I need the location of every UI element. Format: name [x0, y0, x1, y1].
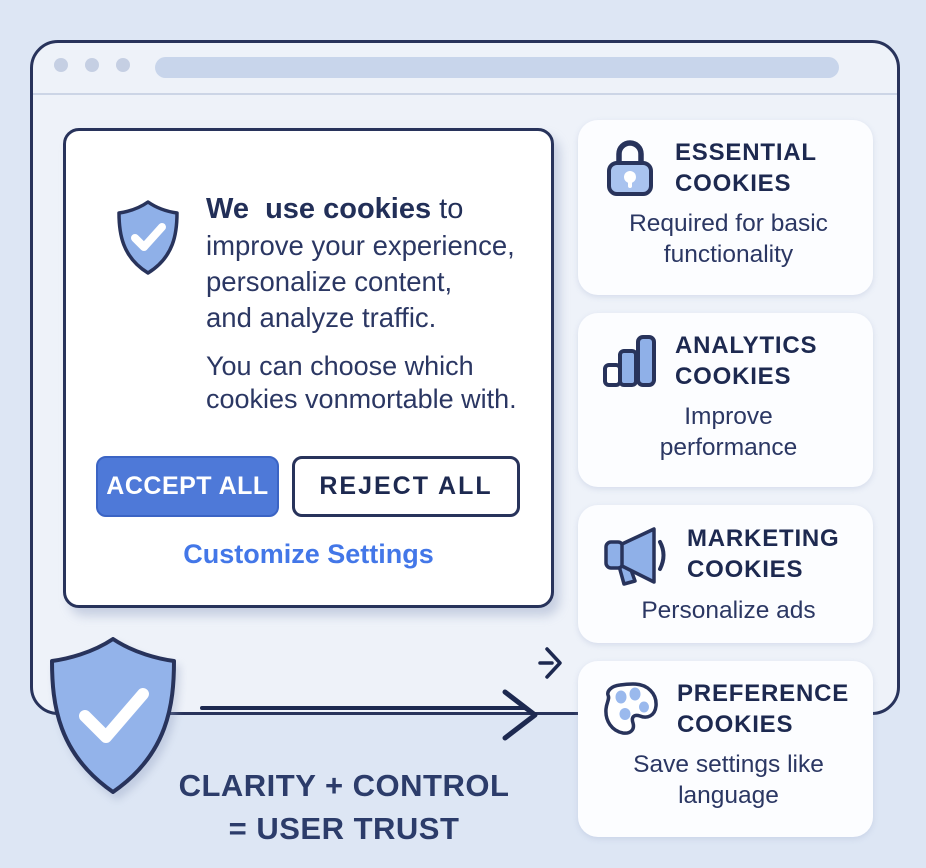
card-header: PREFERENCE COOKIES	[602, 678, 855, 740]
trust-caption: CLARITY + CONTROL = USER TRUST	[104, 764, 584, 850]
dialog-headline-rest: to	[431, 193, 464, 225]
window-control-dot-icon	[116, 58, 130, 72]
shield-check-icon	[116, 199, 180, 282]
card-title: MARKETING COOKIES	[687, 525, 840, 583]
window-control-dot-icon	[85, 58, 99, 72]
window-control-dot-icon	[54, 58, 68, 72]
trust-caption-line2: = USER TRUST	[228, 811, 460, 846]
card-header: ESSENTIAL COOKIES	[602, 137, 855, 199]
customize-settings-link[interactable]: Customize Settings	[183, 539, 434, 569]
address-bar	[155, 57, 839, 78]
card-title: ANALYTICS COOKIES	[675, 332, 818, 390]
card-title: PREFERENCE COOKIES	[677, 680, 850, 738]
trust-caption-line1: CLARITY + CONTROL	[178, 768, 510, 803]
card-header: MARKETING COOKIES	[602, 522, 855, 586]
analytics-cookies-card: ANALYTICS COOKIES Improve performance	[578, 313, 873, 487]
right-arrow	[195, 680, 555, 747]
preference-cookies-card: PREFERENCE COOKIES Save settings like la…	[578, 661, 873, 837]
browser-toolbar	[33, 43, 897, 95]
dialog-headline: We use cookies to	[206, 191, 536, 228]
dialog-body-paragraph-1: improve your experience, personalize con…	[206, 230, 515, 333]
dialog-button-row: ACCEPT ALL REJECT ALL	[66, 456, 551, 517]
marketing-cookies-card: MARKETING COOKIES Personalize ads	[578, 505, 873, 643]
card-description: Personalize ads	[641, 597, 816, 624]
card-description: Save settings like language	[633, 751, 824, 809]
dialog-message: We use cookies to improve your experienc…	[206, 191, 536, 416]
card-description: Required for basic functionality	[629, 210, 828, 268]
small-right-arrow-icon	[538, 645, 566, 686]
bar-chart-icon	[602, 334, 658, 388]
dialog-headline-bold: We use cookies	[206, 193, 432, 225]
reject-all-button[interactable]: REJECT ALL	[292, 456, 520, 517]
dialog-body-paragraph-2: You can choose which cookies vonmortable…	[206, 351, 517, 414]
card-description: Improve performance	[659, 403, 798, 461]
lock-icon	[602, 139, 658, 197]
palette-icon	[602, 680, 660, 738]
megaphone-icon	[602, 522, 670, 586]
accept-all-button[interactable]: ACCEPT ALL	[96, 456, 279, 517]
shield-check-icon	[46, 634, 180, 803]
essential-cookies-card: ESSENTIAL COOKIES Required for basic fun…	[578, 120, 873, 295]
card-title: ESSENTIAL COOKIES	[675, 139, 817, 197]
card-header: ANALYTICS COOKIES	[602, 330, 855, 392]
cookie-consent-dialog: We use cookies to improve your experienc…	[63, 128, 554, 608]
